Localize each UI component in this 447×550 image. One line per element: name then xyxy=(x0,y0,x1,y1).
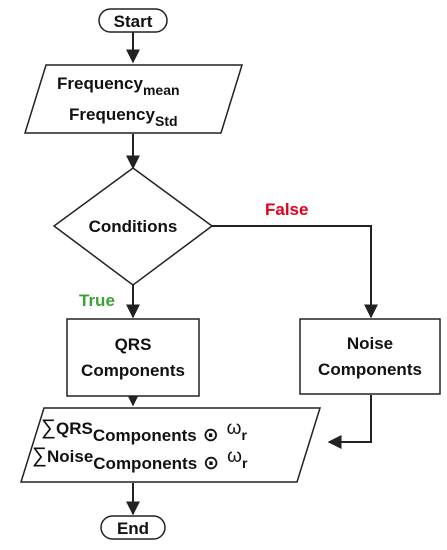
connector-decision-to-noise xyxy=(212,225,378,319)
output-parallelogram xyxy=(19,407,322,483)
start-terminator xyxy=(98,8,168,33)
noise-components-node: Noise Components xyxy=(299,318,441,395)
noise-sum-base: Noise xyxy=(47,447,93,466)
end-terminator xyxy=(100,515,166,540)
frequency-mean-base: Frequency xyxy=(57,74,144,93)
qrs-components-node: QRS Components xyxy=(66,318,200,397)
decision-label: Conditions xyxy=(89,217,178,236)
summation-icon: ∑ xyxy=(32,444,47,467)
frequency-mean-label: Frequencymean xyxy=(57,74,180,98)
input-node: Frequencymean FrequencyStd xyxy=(23,64,244,134)
qrs-sum-base: QRS xyxy=(56,419,93,438)
omega-symbol: ω xyxy=(227,418,242,439)
frequency-std-label: FrequencyStd xyxy=(69,105,178,129)
omega-symbol: ω xyxy=(227,446,242,467)
connector-noise-to-output xyxy=(327,395,372,449)
start-node: Start xyxy=(98,8,168,33)
omega-subscript: r xyxy=(241,427,247,443)
qrs-sum-expression: ∑QRSComponents ⊙ ωr xyxy=(41,416,247,446)
hadamard-operator-icon: ⊙ xyxy=(203,425,219,446)
decision-node: Conditions xyxy=(52,167,214,286)
false-branch-label: False xyxy=(265,200,308,219)
output-node: ∑QRSComponents⊙ωr ∑NoiseComponents⊙ωr xyxy=(19,407,322,483)
noise-sum-expression: ∑NoiseComponents ⊙ ωr xyxy=(32,444,248,474)
noise-sum-subscript: Components xyxy=(93,454,197,473)
qrs-label: QRS xyxy=(115,335,152,354)
frequency-std-subscript: Std xyxy=(155,113,178,129)
decision-diamond xyxy=(52,167,214,286)
end-label: End xyxy=(117,519,149,538)
qrs-components-label: Components xyxy=(81,361,185,380)
qrs-components-box xyxy=(66,318,200,397)
hadamard-operator-icon: ⊙ xyxy=(203,453,219,474)
qrs-sum-subscript: Components xyxy=(93,426,197,445)
start-label: Start xyxy=(114,12,153,31)
noise-components-box xyxy=(299,318,441,395)
true-branch-label: True xyxy=(79,291,115,310)
summation-icon: ∑ xyxy=(41,416,56,439)
noise-label: Noise xyxy=(347,334,393,353)
noise-components-label: Components xyxy=(318,360,422,379)
input-parallelogram xyxy=(23,64,244,134)
omega-subscript: r xyxy=(242,455,248,471)
end-node: End xyxy=(100,515,166,540)
frequency-std-base: Frequency xyxy=(69,105,156,124)
frequency-mean-subscript: mean xyxy=(143,82,180,98)
